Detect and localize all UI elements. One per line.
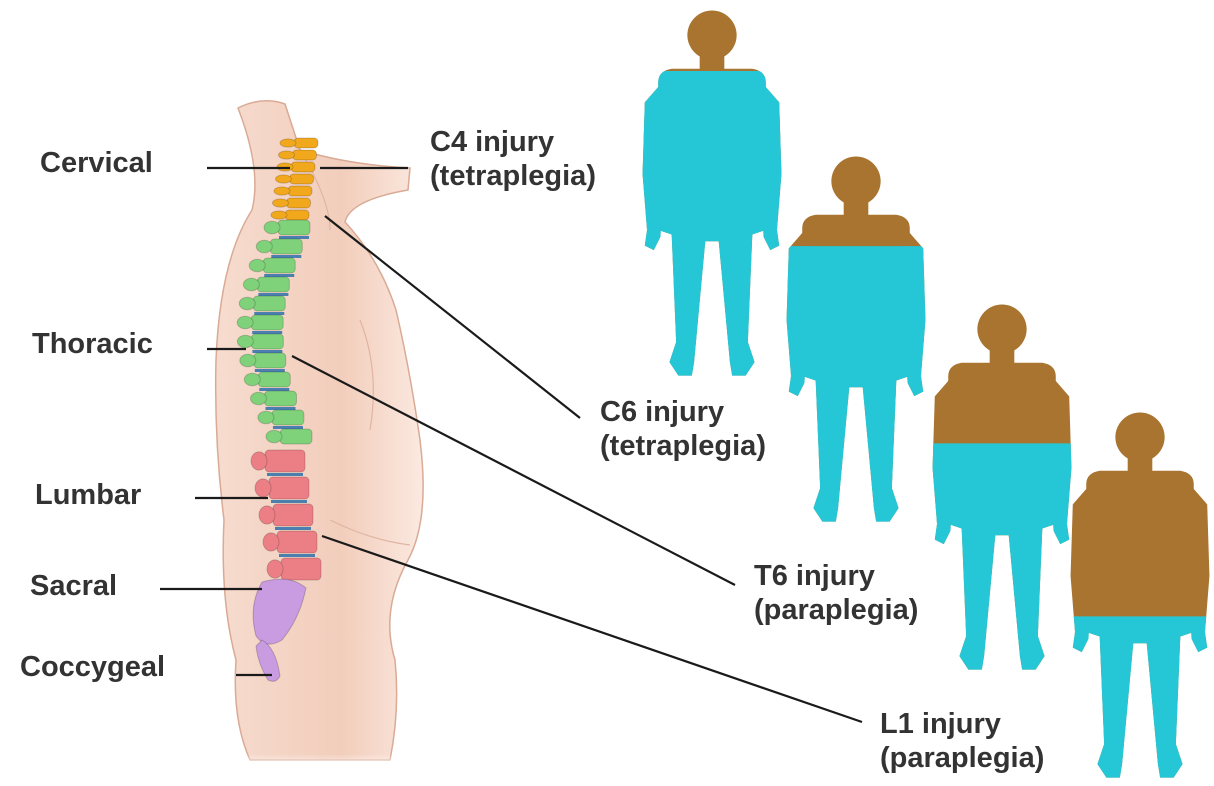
thoracic-vertebra xyxy=(258,410,304,425)
intervertebral-disc xyxy=(267,473,303,476)
label-sacral: Sacral xyxy=(30,571,117,603)
thoracic-vertebra xyxy=(240,353,286,368)
intervertebral-disc xyxy=(279,554,315,557)
injury-level-l1: L1 injury xyxy=(880,708,1044,742)
lumbar-vertebra xyxy=(251,450,305,472)
label-lumbar: Lumbar xyxy=(35,480,141,512)
figure-c4 xyxy=(643,10,782,375)
cervical-vertebra xyxy=(276,174,314,184)
label-cervical: Cervical xyxy=(40,148,153,180)
injury-label-t6: T6 injury (paraplegia) xyxy=(754,560,918,628)
lumbar-vertebra xyxy=(255,477,309,499)
thoracic-vertebra xyxy=(256,239,302,254)
body-silhouette xyxy=(216,101,423,760)
injury-level-c6: C6 injury xyxy=(600,396,766,430)
thoracic-vertebra xyxy=(264,220,310,235)
thoracic-vertebra xyxy=(243,277,289,292)
thoracic-vertebra xyxy=(249,258,295,273)
injury-type-t6: (paraplegia) xyxy=(754,594,918,628)
label-coccygeal: Coccygeal xyxy=(20,652,165,684)
lumbar-vertebra xyxy=(263,531,317,553)
cervical-vertebra xyxy=(271,210,309,220)
thoracic-vertebra xyxy=(250,391,296,406)
injury-type-c4: (tetraplegia) xyxy=(430,160,596,194)
intervertebral-disc xyxy=(271,500,307,503)
thoracic-vertebra xyxy=(237,334,283,349)
label-thoracic: Thoracic xyxy=(32,329,153,361)
figure-t6 xyxy=(933,304,1072,669)
injury-figures xyxy=(643,10,1210,777)
cervical-vertebra xyxy=(273,198,311,208)
injury-label-l1: L1 injury (paraplegia) xyxy=(880,708,1044,776)
figure-unaffected-area xyxy=(1071,412,1210,777)
cervical-vertebra xyxy=(274,186,312,196)
thoracic-vertebra xyxy=(237,315,283,330)
figure-l1 xyxy=(1071,412,1210,777)
cervical-vertebra xyxy=(280,138,318,148)
injury-level-c4: C4 injury xyxy=(430,126,596,160)
injury-label-c6: C6 injury (tetraplegia) xyxy=(600,396,766,464)
injury-label-c4: C4 injury (tetraplegia) xyxy=(430,126,596,194)
injury-level-t6: T6 injury xyxy=(754,560,918,594)
lumbar-vertebra xyxy=(259,504,313,526)
cervical-vertebra xyxy=(279,150,317,160)
thoracic-vertebra xyxy=(266,429,312,444)
intervertebral-disc xyxy=(275,527,311,530)
thoracic-vertebra xyxy=(239,296,285,311)
injury-type-c6: (tetraplegia) xyxy=(600,430,766,464)
figure-c6 xyxy=(787,156,926,521)
thoracic-vertebra xyxy=(244,372,290,387)
lumbar-vertebra xyxy=(267,558,321,580)
injury-type-l1: (paraplegia) xyxy=(880,742,1044,776)
